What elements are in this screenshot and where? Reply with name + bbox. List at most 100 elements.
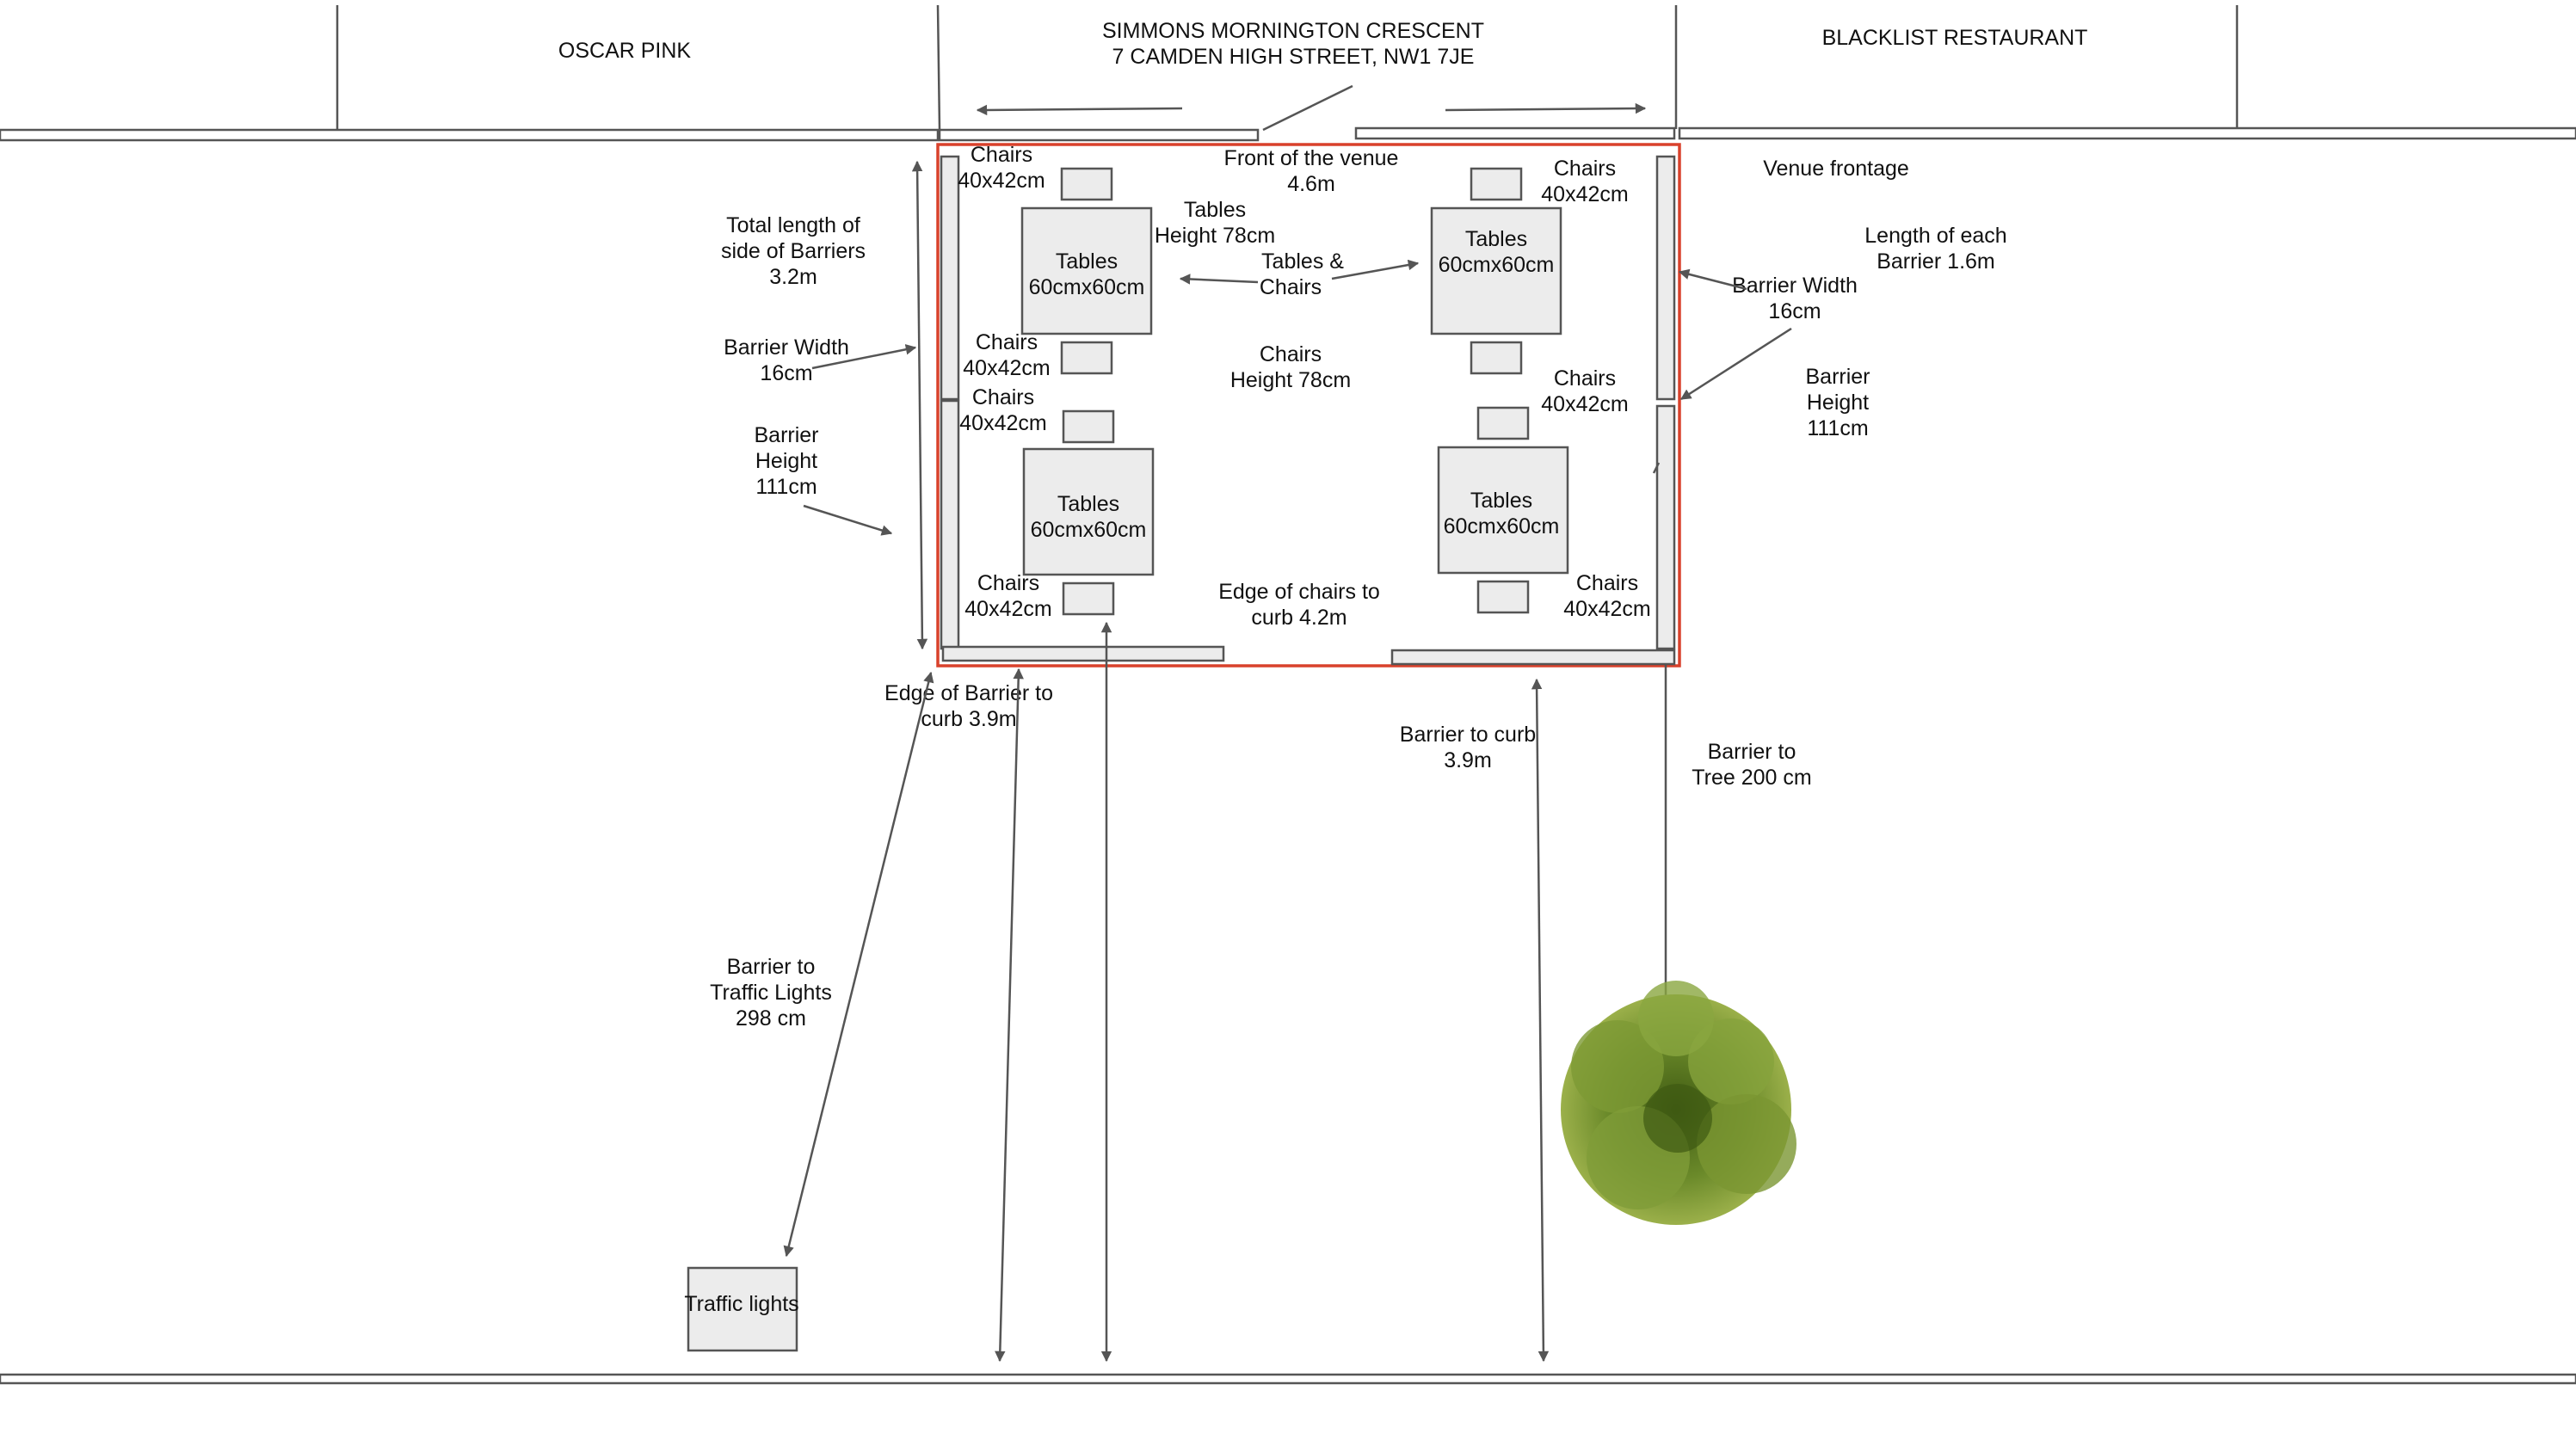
barrier-height-left-label-2: Height xyxy=(755,449,817,473)
total-length-arrow xyxy=(911,160,928,650)
chair xyxy=(1476,580,1530,614)
chair-label: 40x42cm xyxy=(1541,182,1628,206)
length-each-barrier-label: Length of each xyxy=(1864,224,2006,248)
barrier-height-right-label-2: Height xyxy=(1807,391,1869,415)
table-label: 60cmx60cm xyxy=(1439,253,1555,277)
tree-icon xyxy=(1561,981,1796,1225)
chair-label: Chairs xyxy=(971,143,1032,167)
table-labels: Tables 60cmx60cm Tables 60cmx60cm Tables… xyxy=(1029,227,1560,542)
table-label: Tables xyxy=(1470,489,1532,513)
building-facade xyxy=(0,4,2576,142)
barrier-width-left-arrow xyxy=(811,344,917,370)
barrier-traffic-lights-value: 298 cm xyxy=(736,1006,806,1031)
total-length-value: 3.2m xyxy=(769,265,817,289)
barrier-bottom-right xyxy=(1390,649,1676,666)
neighbour-right: BLACKLIST RESTAURANT xyxy=(1822,26,2088,50)
curb-line xyxy=(0,1373,2576,1385)
barrier-to-tree-value: Tree 200 cm xyxy=(1692,766,1811,790)
chair-label: Chairs xyxy=(1554,157,1616,181)
barrier-width-right-value: 16cm xyxy=(1768,299,1821,323)
chairs-height-label: Chairs xyxy=(1260,342,1322,366)
barrier-height-right-value: 111cm xyxy=(1807,416,1868,440)
tables-chairs-arrow-right xyxy=(1331,259,1420,280)
table-label: Tables xyxy=(1057,492,1119,516)
table-label: 60cmx60cm xyxy=(1444,514,1560,538)
furniture xyxy=(1020,167,1569,616)
chair xyxy=(1060,341,1113,375)
traffic-lights-label: Traffic lights xyxy=(684,1292,798,1316)
chair-label: 40x42cm xyxy=(959,411,1046,435)
chair-label: Chairs xyxy=(977,571,1039,595)
barrier-height-left-value: 111cm xyxy=(755,475,817,499)
barrier-width-left-value: 16cm xyxy=(760,361,812,385)
table-label: Tables xyxy=(1056,249,1118,274)
chair xyxy=(1062,409,1115,444)
chair-label: 40x42cm xyxy=(963,356,1050,380)
edge-barrier-curb-value: curb 3.9m xyxy=(921,707,1016,731)
table xyxy=(1020,206,1153,335)
edge-barrier-curb-label: Edge of Barrier to xyxy=(884,681,1053,705)
barrier-traffic-lights-arrow xyxy=(783,671,934,1258)
front-of-venue-label: Front of the venue xyxy=(1224,146,1399,170)
chair-label: Chairs xyxy=(976,330,1038,354)
chair xyxy=(1060,167,1113,201)
barrier-left-lower xyxy=(940,399,960,650)
barrier-height-left-arrow xyxy=(803,504,893,536)
table xyxy=(1437,446,1569,575)
barrier-right-lower xyxy=(1655,404,1676,650)
edge-chairs-curb-label: Edge of chairs to xyxy=(1218,580,1380,604)
barrier-height-right-label-1: Barrier xyxy=(1805,365,1870,389)
chair-label: 40x42cm xyxy=(1563,597,1650,621)
total-length-label-2: side of Barriers xyxy=(721,239,866,263)
barrier-to-curb-label: Barrier to curb xyxy=(1400,723,1536,747)
barrier-width-right-arrow xyxy=(1678,268,1747,291)
venue-frontage-label: Venue frontage xyxy=(1763,157,1909,181)
neighbour-left: OSCAR PINK xyxy=(558,39,692,63)
traffic-lights-box xyxy=(687,1266,798,1352)
barrier-right-upper xyxy=(1655,155,1676,401)
tables-chairs-arrow-left xyxy=(1179,274,1259,285)
tables-height-label: Tables xyxy=(1184,198,1246,222)
permit-area-outline xyxy=(936,143,1681,668)
tables-chairs-label: Tables & xyxy=(1261,249,1344,274)
chair xyxy=(1476,406,1530,440)
barrier-to-curb-arrow xyxy=(1531,678,1550,1363)
front-of-venue-value: 4.6m xyxy=(1287,172,1335,196)
tables-height-value: Height 78cm xyxy=(1155,224,1275,248)
barrier-height-right-tick xyxy=(1652,462,1661,474)
venue-name: SIMMONS MORNINGTON CRESCENT xyxy=(1102,19,1484,43)
chairs-height-value: Height 78cm xyxy=(1230,368,1351,392)
barrier-width-left-label: Barrier Width xyxy=(724,335,849,360)
arrow-right-top xyxy=(1445,102,1647,114)
length-each-barrier-value: Barrier 1.6m xyxy=(1877,249,1995,274)
tables-chairs-label-2: Chairs xyxy=(1260,275,1322,299)
barrier-to-tree-label: Barrier to xyxy=(1708,740,1796,764)
chair xyxy=(1470,167,1523,201)
chair-label: Chairs xyxy=(1576,571,1638,595)
total-length-label-1: Total length of xyxy=(726,213,860,237)
arrow-left-top xyxy=(976,104,1183,116)
table-label: 60cmx60cm xyxy=(1031,518,1147,542)
chair-label: Chairs xyxy=(1554,366,1616,391)
chair-label: 40x42cm xyxy=(964,597,1051,621)
barrier-traffic-lights-label-2: Traffic Lights xyxy=(710,981,832,1005)
chair xyxy=(1062,581,1115,616)
barrier-width-right-label: Barrier Width xyxy=(1732,274,1858,298)
chair-label: 40x42cm xyxy=(958,169,1045,193)
table xyxy=(1430,206,1562,335)
barriers xyxy=(940,155,1676,666)
chair-label: 40x42cm xyxy=(1541,392,1628,416)
barrier-height-left-label-1: Barrier xyxy=(754,423,818,447)
table-label: 60cmx60cm xyxy=(1029,275,1145,299)
barrier-traffic-lights-label-1: Barrier to xyxy=(727,955,816,979)
barrier-to-curb-value: 3.9m xyxy=(1444,748,1492,772)
length-each-barrier-arrow xyxy=(1679,327,1792,401)
table xyxy=(1022,447,1155,576)
venue-address: 7 CAMDEN HIGH STREET, NW1 7JE xyxy=(1112,45,1475,69)
barrier-left-upper xyxy=(940,155,960,401)
chair-labels: Chairs 40x42cm Chairs 40x42cm Chairs 40x… xyxy=(958,143,1650,621)
chair-label: Chairs xyxy=(972,385,1034,409)
table-label: Tables xyxy=(1465,227,1527,251)
chair xyxy=(1470,341,1523,375)
